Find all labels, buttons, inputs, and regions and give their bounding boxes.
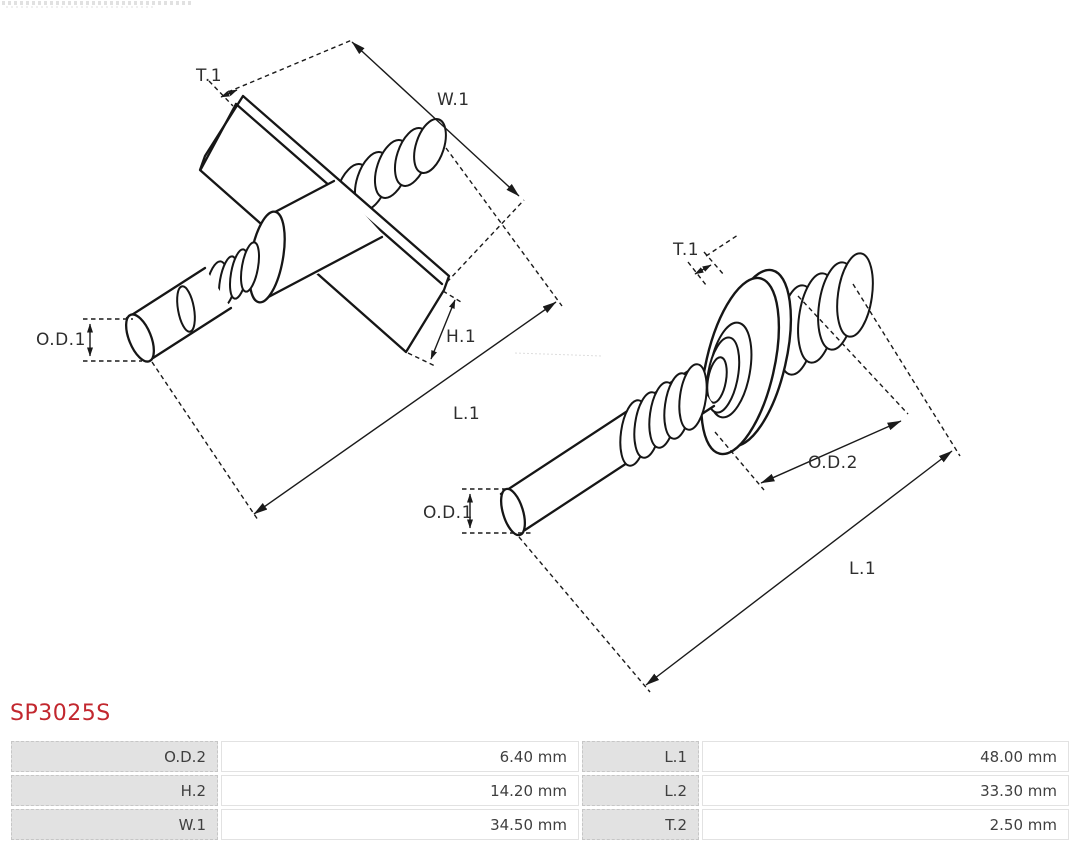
left-dimensions (83, 39, 563, 521)
spec-table-row: H.2 14.20 mm L.2 33.30 mm (11, 775, 1069, 806)
spec-value-cell: 34.50 mm (221, 809, 579, 840)
spec-value-cell: 6.40 mm (221, 741, 579, 772)
spec-label-cell: L.2 (582, 775, 699, 806)
right-dim-label-od1: O.D.1 (423, 503, 473, 523)
spec-table-row: O.D.2 6.40 mm L.1 48.00 mm (11, 741, 1069, 772)
technical-drawing (83, 39, 961, 693)
right-dim-label-l1: L.1 (849, 559, 877, 579)
left-body (248, 179, 388, 304)
left-dim-label-w1: W.1 (437, 90, 470, 110)
spec-label-cell: T.2 (582, 809, 699, 840)
left-dim-label-od1: O.D.1 (36, 330, 86, 350)
spec-label-cell: W.1 (11, 809, 218, 840)
right-front-spring (619, 363, 708, 467)
right-dimensions (462, 234, 961, 693)
spec-value-cell: 2.50 mm (702, 809, 1069, 840)
spec-table-row: W.1 34.50 mm T.2 2.50 mm (11, 809, 1069, 840)
left-dim-label-h1: H.1 (446, 327, 477, 347)
spec-value-cell: 33.30 mm (702, 775, 1069, 806)
technical-drawing-area: T.1 W.1 O.D.1 H.1 L.1 T.1 O.D.2 O.D.1 L.… (36, 39, 961, 693)
spec-label-cell: O.D.2 (11, 741, 218, 772)
spec-label-cell: H.2 (11, 775, 218, 806)
left-rod (125, 266, 233, 363)
right-disc (699, 268, 793, 456)
logo-remnant-row2 (6, 6, 156, 8)
logo-remnant (2, 1, 192, 5)
right-part-drawing (499, 252, 874, 537)
spec-value-cell: 14.20 mm (221, 775, 579, 806)
left-part-drawing (125, 94, 451, 363)
watermark-artifact (514, 352, 603, 357)
right-dim-label-od2: O.D.2 (808, 453, 858, 473)
spec-value-cell: 48.00 mm (702, 741, 1069, 772)
left-dim-label-t1: T.1 (196, 66, 223, 86)
part-number: SP3025S (10, 701, 111, 726)
spec-label-cell: L.1 (582, 741, 699, 772)
left-dim-label-l1: L.1 (453, 404, 481, 424)
right-dim-label-t1: T.1 (673, 240, 700, 260)
spec-table: O.D.2 6.40 mm L.1 48.00 mm H.2 14.20 mm … (8, 738, 1072, 843)
